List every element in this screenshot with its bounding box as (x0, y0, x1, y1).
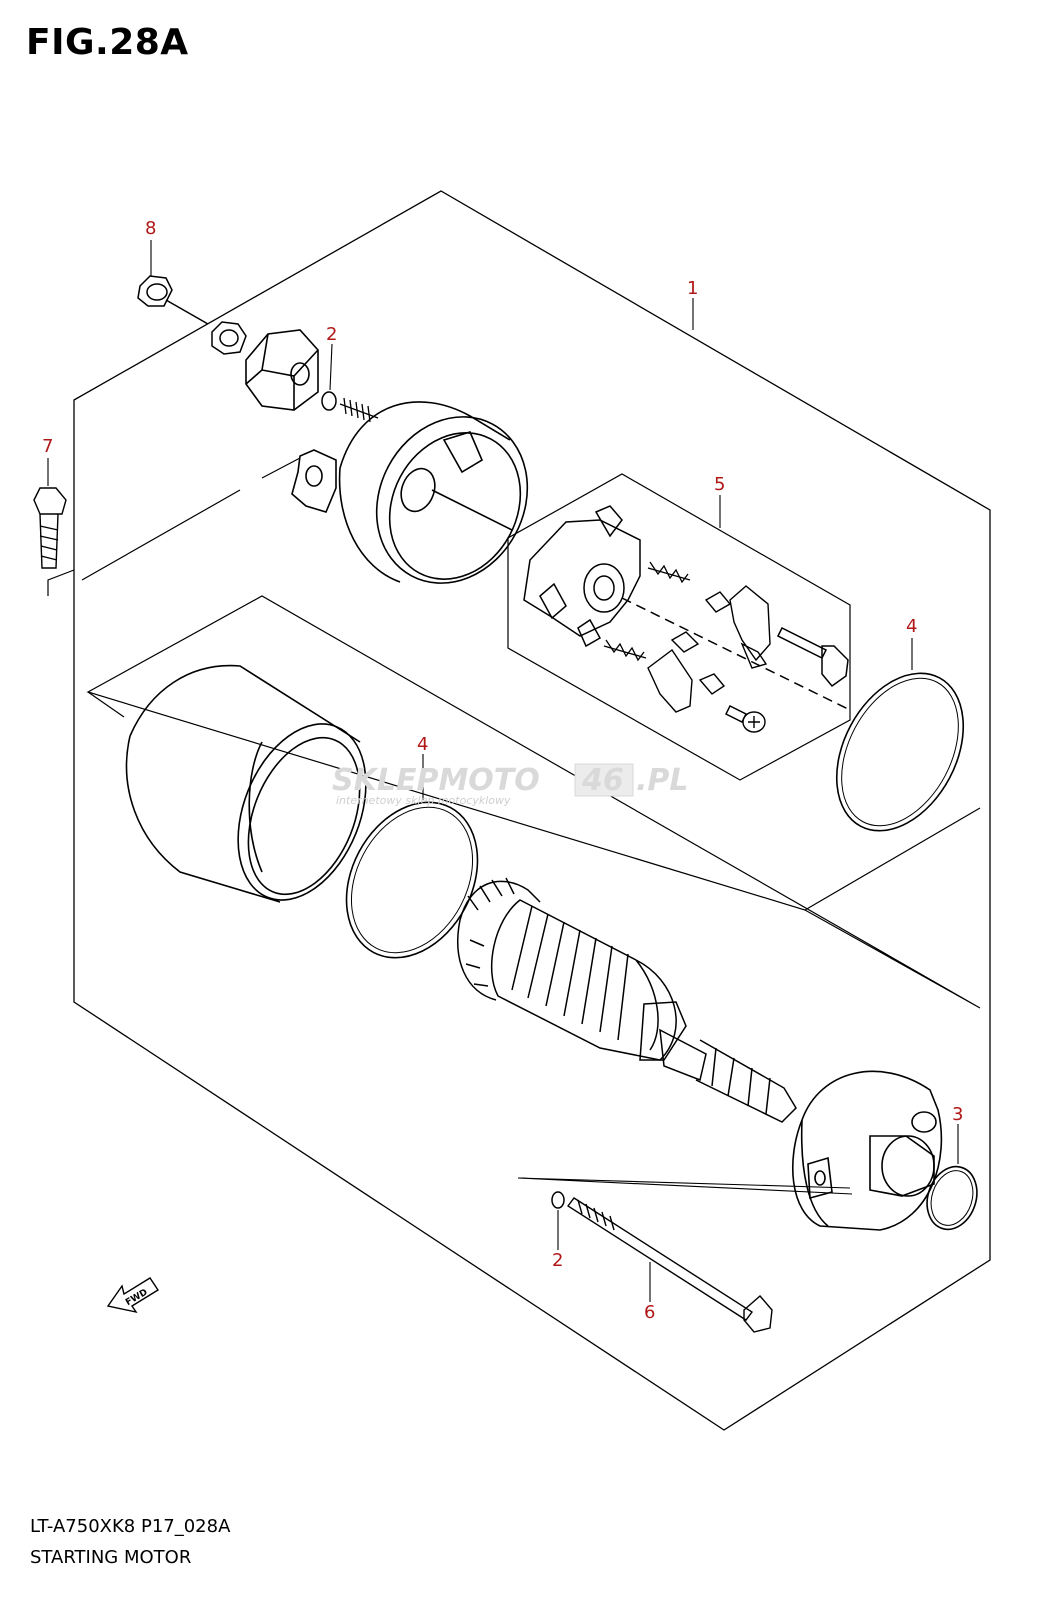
callout-3: 3 (952, 1104, 963, 1125)
fwd-arrow-icon: FWD (106, 1277, 159, 1314)
brush-holder-box (507, 473, 851, 781)
o-ring-part-4-left (345, 801, 479, 959)
brush-plate-part-5 (523, 505, 851, 711)
callout-8: 8 (145, 218, 156, 239)
model-code: LT-A750XK8 P17_028A (30, 1516, 231, 1537)
svg-text:46: 46 (581, 763, 624, 798)
armature (457, 877, 797, 1123)
o-ring-part-3 (926, 1165, 978, 1231)
svg-text:internetowy sklep motocyklowy: internetowy sklep motocyklowy (336, 794, 511, 807)
diagram-name: STARTING MOTOR (30, 1547, 192, 1568)
callout-2-bottom: 2 (552, 1250, 563, 1271)
o-ring-part-2-top (321, 391, 337, 411)
o-ring-part-2-bottom (551, 1191, 565, 1209)
callout-4-right: 4 (906, 616, 917, 637)
svg-text:SKLEPMOTO: SKLEPMOTO (332, 763, 540, 798)
leader-lines (47, 240, 959, 1302)
svg-text:.PL: .PL (636, 763, 689, 798)
through-bolt-guide (517, 1177, 853, 1195)
brush-spring-lower (603, 639, 647, 662)
callout-5: 5 (714, 474, 725, 495)
terminal-insulator (245, 329, 319, 411)
brush-spring-upper (647, 561, 691, 584)
assembly-outline (73, 190, 991, 1431)
through-bolt-part-6 (566, 1197, 773, 1333)
yoke-box-edge-lower (804, 807, 981, 911)
yoke-box (86, 595, 981, 1009)
brush-lower (647, 631, 726, 713)
yoke-box-edge (87, 691, 125, 718)
nut-part-8 (137, 275, 209, 325)
rear-housing (291, 401, 529, 584)
watermark: SKLEPMOTO 46 .PL internetowy sklep motoc… (332, 763, 689, 807)
o-ring-part-4-right (835, 672, 965, 832)
callout-4-left: 4 (417, 734, 428, 755)
terminal-bolt (339, 397, 379, 423)
brush-holder-bolt (776, 626, 849, 688)
yoke-housing (125, 664, 367, 903)
terminal-nut (211, 321, 247, 355)
callout-1: 1 (687, 278, 698, 299)
bracket-line (47, 457, 301, 596)
callout-6: 6 (644, 1302, 655, 1323)
front-housing (792, 1070, 943, 1231)
bolt-part-7 (33, 487, 67, 569)
figure-title: FIG.28A (26, 22, 189, 63)
brush-screw (725, 705, 766, 733)
callout-2-top: 2 (326, 324, 337, 345)
brush-upper (704, 585, 771, 669)
callout-7: 7 (42, 436, 53, 457)
